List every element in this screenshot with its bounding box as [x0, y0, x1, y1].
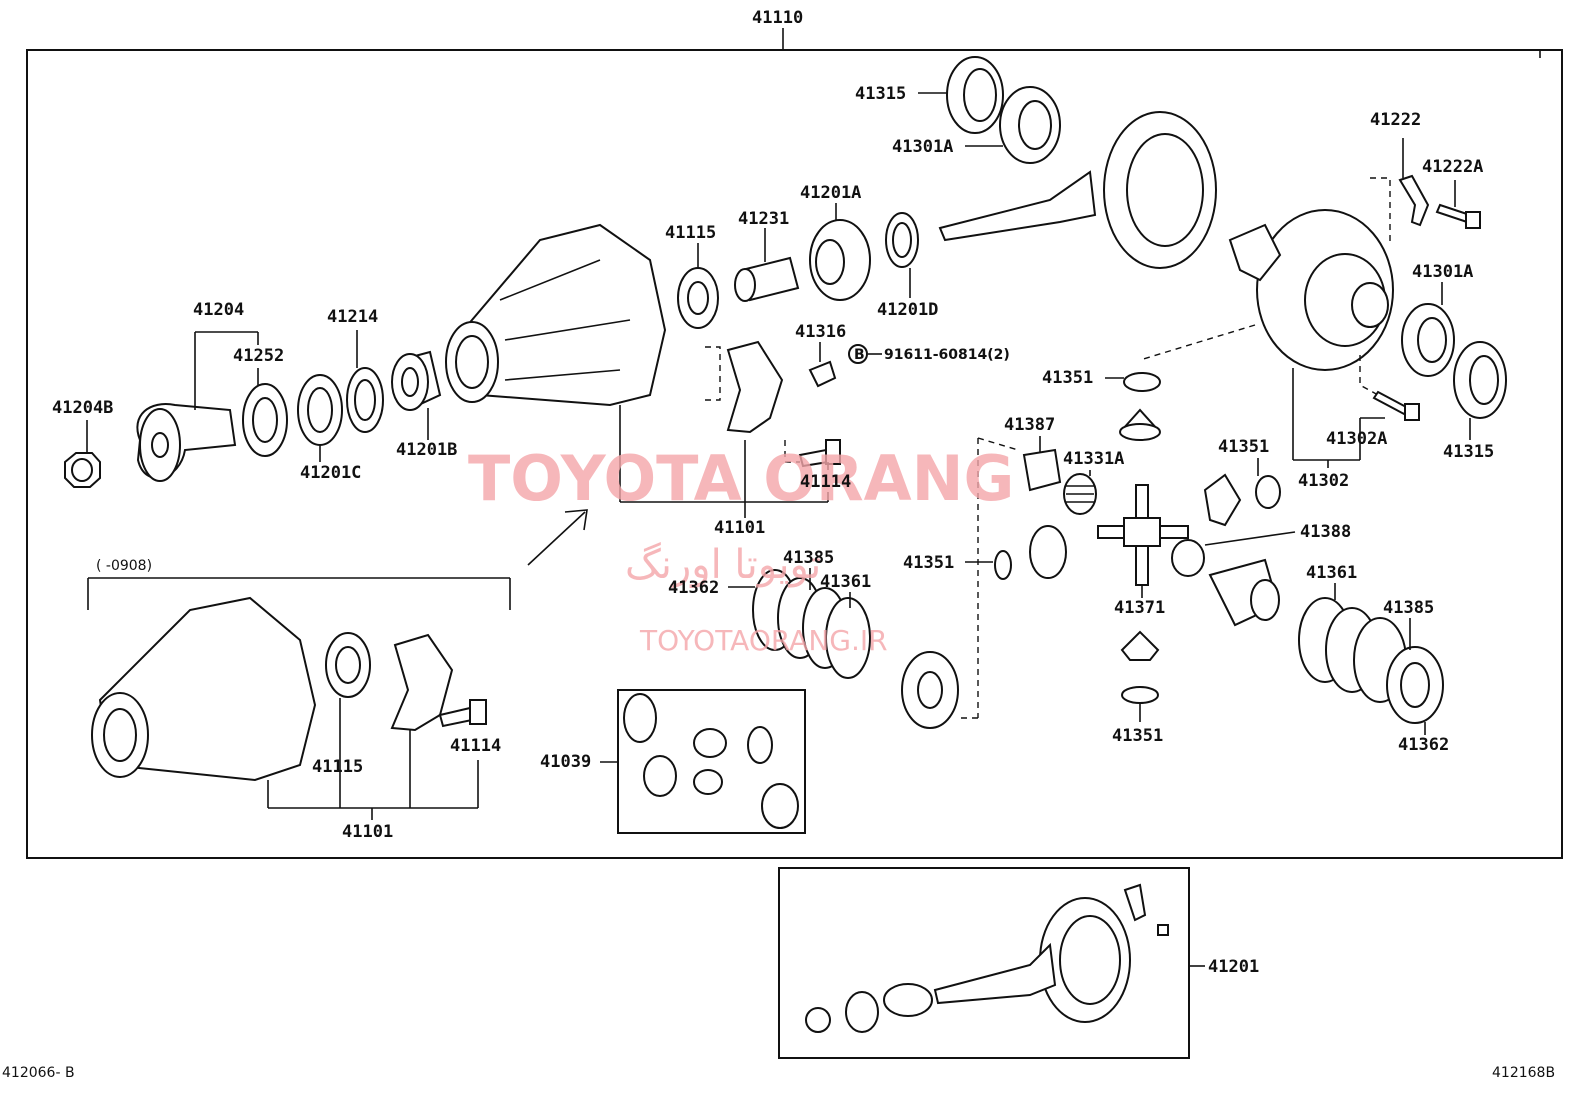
watermark-title: TOYOTA ORANG [468, 442, 1014, 515]
oil-seal-carrier-part [677, 267, 719, 329]
label-gear-kit: 41039 [540, 752, 591, 772]
old-oil-seal-part [325, 632, 371, 698]
collapsible-spacer-part [734, 256, 800, 302]
washer-side-1-part [1123, 372, 1161, 392]
gear-kit-gears [623, 693, 799, 829]
label-carrier: 41101 [714, 518, 765, 538]
watermark-url: TOYOTAORANG.IR [639, 624, 888, 657]
label-bolt-ref: 91611-60814(2) [884, 347, 1010, 363]
old-carrier-housing-part [91, 596, 317, 782]
footer-right-code: 412168B [1492, 1065, 1555, 1081]
adjusting-lock-part [808, 360, 837, 388]
bearing-top-part [999, 86, 1061, 164]
left-side-gear-part [901, 651, 959, 729]
label-right-plate: 41361 [1306, 563, 1357, 583]
label-cross-shaft: 41371 [1114, 598, 1165, 618]
side-gear-bottom-part [1120, 630, 1160, 661]
label-lock-bolt: 41222A [1422, 157, 1483, 177]
companion-flange-part [136, 403, 237, 482]
case-bearing-right-part [1401, 303, 1455, 377]
label-case-bearing-right: 41301A [1412, 262, 1473, 282]
direction-arrow-icon [527, 509, 588, 566]
label-bearing-b: 41201B [396, 440, 457, 460]
side-gear-top-part [1119, 408, 1161, 441]
label-top-assembly: 41110 [752, 8, 803, 28]
main-frame [26, 49, 1563, 859]
label-case: 41302 [1298, 471, 1349, 491]
label-washer-side-right: 41351 [1218, 437, 1269, 457]
label-oil-seal: 41214 [327, 307, 378, 327]
old-bearing-cap-part [390, 633, 454, 732]
label-bearing-a: 41201A [800, 183, 861, 203]
side-gear-right-part [1203, 473, 1280, 627]
bearing-a-part [809, 219, 871, 301]
label-washer-side-2: 41351 [903, 553, 954, 573]
washer-side-4-part [1121, 686, 1159, 704]
label-old-bolt: 41114 [450, 736, 501, 756]
ring-pinion-frame [778, 867, 1190, 1059]
label-pin: 41388 [1300, 522, 1351, 542]
label-carrier-bolt: 41114 [800, 472, 851, 492]
pin-part [1171, 539, 1205, 577]
washer-side-right-part [1255, 475, 1281, 509]
bolt-ref-marker-icon [848, 344, 868, 364]
lock-bolt-part [1435, 203, 1481, 229]
label-bearing-cup-right: 41315 [1443, 442, 1494, 462]
label-companion-flange-nut: 41204B [52, 398, 113, 418]
companion-flange-nut-part [64, 452, 101, 488]
label-washer-d: 41201D [877, 300, 938, 320]
washer-d-part [885, 212, 919, 268]
label-plate: 41361 [820, 572, 871, 592]
label-companion-flange: 41204 [193, 300, 244, 320]
old-bolt-part [438, 699, 487, 728]
label-date-range: ( -0908) [96, 558, 152, 574]
label-adjusting-lock: 41316 [795, 322, 846, 342]
ring-gear-part [938, 111, 1217, 269]
label-pinion-gear: 41387 [1004, 415, 1055, 435]
label-bearing-cup-top: 41315 [855, 84, 906, 104]
label-washer-side-4: 41351 [1112, 726, 1163, 746]
label-washer-side-1: 41351 [1042, 368, 1093, 388]
cross-shaft-part [1097, 484, 1189, 586]
ring-pinion-set-part [805, 883, 1169, 1033]
label-oil-seal-carrier: 41115 [665, 223, 716, 243]
left-clutch-pack-part [752, 569, 871, 679]
label-bolt-ref-marker: B [854, 347, 865, 363]
lock-plate-part [1398, 174, 1430, 227]
bearing-cup-right-part [1453, 341, 1507, 419]
side-gear-left-part [1029, 525, 1067, 579]
right-clutch-pack-part [1298, 597, 1444, 724]
label-right-disk: 41385 [1383, 598, 1434, 618]
label-dust-deflector: 41252 [233, 346, 284, 366]
label-disk: 41385 [783, 548, 834, 568]
dust-deflector-part [242, 383, 288, 457]
label-lock-plate: 41222 [1370, 110, 1421, 130]
label-collapsible-spacer: 41231 [738, 209, 789, 229]
label-old-carrier: 41101 [342, 822, 393, 842]
differential-case-part [1228, 209, 1394, 371]
pinion-gear-part [1022, 448, 1062, 492]
label-bearing-top-a: 41301A [892, 137, 953, 157]
label-spacer-c: 41201C [300, 463, 361, 483]
case-bolt-part [1372, 390, 1420, 421]
watermark-persian: تویوتا اورنگ [625, 542, 821, 588]
footer-left-code: 412066- B [2, 1065, 75, 1081]
bearing-cup-top-part [946, 56, 1004, 134]
label-spring-plate: 41362 [668, 578, 719, 598]
bearing-cap-part [726, 340, 784, 434]
spring-part [1063, 473, 1097, 515]
bearing-b-part [391, 350, 442, 411]
label-case-bolt: 41302A [1326, 429, 1387, 449]
label-old-oil-seal: 41115 [312, 757, 363, 777]
washer-side-2-part [994, 550, 1012, 580]
label-ring-pinion-set: 41201 [1208, 957, 1259, 977]
oil-seal-part [346, 367, 384, 433]
carrier-housing-part [445, 223, 667, 407]
label-right-spring-plate: 41362 [1398, 735, 1449, 755]
label-spring: 41331A [1063, 449, 1124, 469]
spacer-c-part [297, 374, 343, 446]
